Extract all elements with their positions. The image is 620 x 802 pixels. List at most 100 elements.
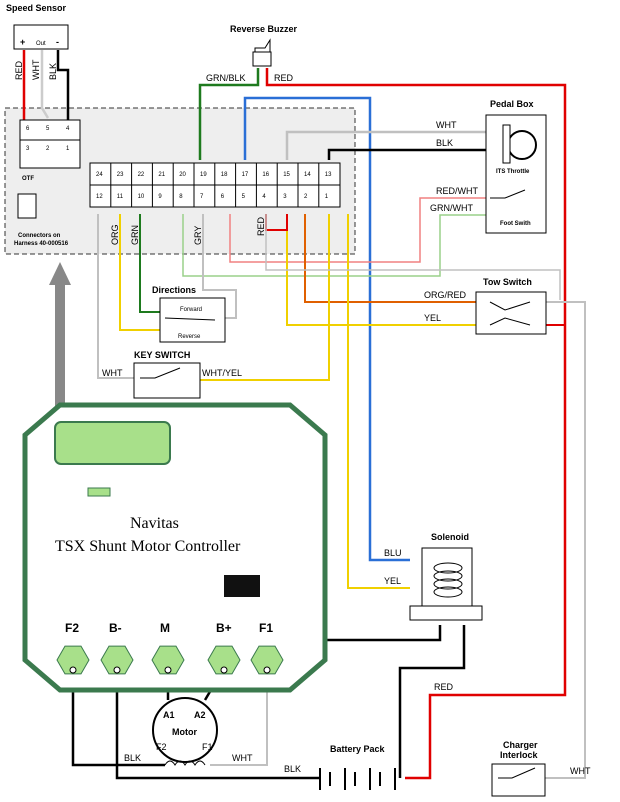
yel-sol-wire	[347, 214, 410, 589]
yel-tow-wire	[286, 214, 490, 326]
blk-pedal-label: BLK	[436, 138, 453, 148]
connector-pin-label: 9	[158, 194, 162, 200]
ss-wht-label: WHT	[31, 59, 41, 80]
red-wht-label: RED/WHT	[436, 186, 478, 196]
connector-pin-label: 24	[96, 172, 103, 178]
sol-batt-wire	[398, 625, 466, 778]
small-plug	[17, 193, 37, 219]
charger-title-1: Charger	[503, 740, 538, 750]
org-red-wire	[304, 214, 490, 303]
grn-label: GRN	[130, 225, 140, 245]
tow-switch-title: Tow Switch	[483, 277, 532, 287]
reverse-label: Reverse	[178, 334, 201, 340]
motor-a1: A1	[163, 710, 175, 720]
grn-wht-wire	[182, 214, 490, 277]
blk-batt-label: BLK	[284, 764, 301, 774]
reverse-buzzer-title: Reverse Buzzer	[230, 24, 298, 34]
arrow-head	[49, 262, 71, 285]
otf-pin: 1	[66, 146, 70, 152]
red-buzzer-label: RED	[274, 73, 294, 83]
wht-charger-label: WHT	[570, 766, 591, 776]
speed-sensor-title: Speed Sensor	[6, 3, 67, 13]
grn-wht-label: GRN/WHT	[430, 203, 473, 213]
key-switch-title: KEY SWITCH	[134, 350, 190, 360]
controller-name: Navitas	[130, 515, 179, 532]
org-red-label: ORG/RED	[424, 290, 467, 300]
otf-label: OTF	[22, 176, 34, 182]
controller-housing	[22, 402, 328, 693]
wht-charger-wire	[545, 301, 586, 779]
ss-blk-label: BLK	[48, 63, 58, 80]
connector-pin-label: 20	[179, 172, 186, 178]
pedal-box-title: Pedal Box	[490, 99, 534, 109]
motor-f1: F1	[202, 742, 213, 752]
tow-switch-icon	[489, 301, 531, 311]
otf-connector	[19, 119, 81, 169]
connector-pin-label: 2	[304, 194, 308, 200]
connector-pin-label: 14	[304, 172, 311, 178]
terminal-stud	[69, 666, 77, 674]
battery-title: Battery Pack	[330, 744, 386, 754]
red-batt-label: RED	[434, 682, 454, 692]
controller-model: TSX Shunt Motor Controller	[55, 538, 241, 555]
terminal-bplus	[207, 645, 241, 675]
connector-pin-label: 10	[138, 194, 145, 200]
connectors-label-2: Harness 40-000516	[14, 241, 69, 247]
connector-pin-label: 7	[200, 194, 204, 200]
ss-out: Out	[36, 41, 46, 47]
connector-pin-label: 12	[96, 194, 103, 200]
throttle-icon	[507, 130, 537, 160]
connector-pin-label: 1	[325, 194, 329, 200]
terminal-label: F1	[259, 621, 273, 635]
connector-pin-label: 17	[242, 172, 249, 178]
wht-f1-wire	[210, 670, 268, 766]
otf-pin: 2	[46, 146, 50, 152]
connector-pin-label: 22	[138, 172, 145, 178]
blk-f2-label: BLK	[124, 753, 141, 763]
motor-label: Motor	[172, 727, 197, 737]
foot-switch-icon	[490, 189, 526, 199]
wht-pedal-label: WHT	[436, 120, 457, 130]
red-conn-label: RED	[256, 216, 266, 236]
terminal-stud	[220, 666, 228, 674]
foot-switch-label: Foot Swith	[500, 221, 531, 227]
terminal-f1	[250, 645, 284, 675]
wht-yel-label: WHT/YEL	[202, 368, 242, 378]
blk-batt-wire	[115, 670, 320, 780]
connector-pin-label: 13	[325, 172, 332, 178]
terminal-label: M	[160, 621, 170, 635]
terminal-f2	[56, 645, 90, 675]
connector-pin-label: 11	[117, 194, 124, 200]
org-dir-wire	[119, 214, 160, 331]
yel-sol-label: YEL	[384, 576, 401, 586]
solenoid-base	[409, 605, 483, 621]
otf-pin: 4	[66, 126, 70, 132]
motor-icon	[152, 697, 218, 763]
connector-pin-label: 23	[117, 172, 124, 178]
terminal-label: B+	[216, 621, 232, 635]
gry-label: GRY	[193, 226, 203, 245]
terminal-stud	[164, 666, 172, 674]
solenoid-title: Solenoid	[431, 532, 469, 542]
directions-title: Directions	[152, 285, 196, 295]
terminal-label: B-	[109, 621, 122, 635]
wht-ss-wire	[40, 50, 50, 119]
connector-pin-label: 21	[158, 172, 165, 178]
connector-pin-label: 16	[262, 172, 269, 178]
gry-dir-wire	[202, 214, 237, 319]
connectors-label-1: Connectors on	[18, 233, 61, 239]
buzzer-body	[252, 51, 272, 67]
yel-tow-label: YEL	[424, 313, 441, 323]
ss-minus: -	[56, 37, 59, 47]
status-led	[87, 487, 111, 497]
otf-pin: 6	[26, 126, 30, 132]
grn-blk-label: GRN/BLK	[206, 73, 246, 83]
directions-lever-icon	[164, 317, 216, 321]
tow-switch-box	[475, 291, 547, 335]
red-main-wire	[265, 68, 567, 780]
key-switch-icon	[140, 367, 181, 379]
gray-jumper	[265, 214, 561, 300]
